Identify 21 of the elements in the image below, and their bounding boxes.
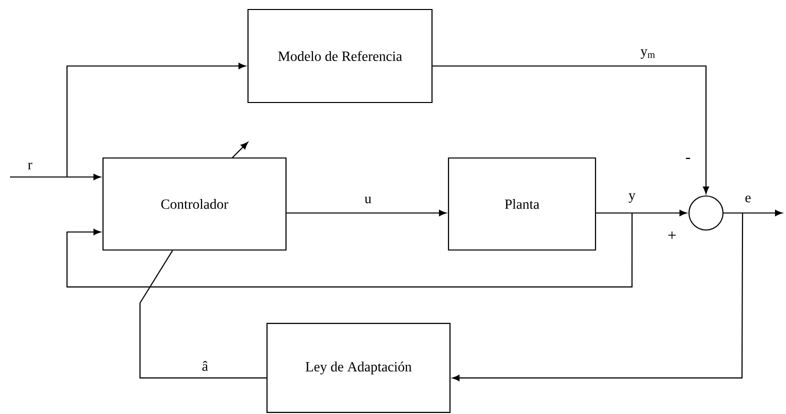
- arrow: [10, 174, 101, 180]
- arrow: [66, 212, 633, 288]
- arrow: [432, 65, 710, 194]
- arrow: [596, 210, 687, 216]
- arrow: [66, 62, 246, 177]
- edge-label: e: [745, 196, 751, 202]
- edge-label: y: [628, 193, 636, 203]
- block-box: Planta: [448, 157, 596, 251]
- edge-label: â: [202, 361, 208, 371]
- edge-label: r: [28, 162, 32, 170]
- block-box: Modelo de Referencia: [247, 8, 433, 104]
- arrow: [286, 210, 446, 216]
- edge-label: y$_{m}$: [640, 49, 655, 59]
- block-box: Ley de Adaptación: [266, 322, 451, 414]
- arrow: [452, 212, 744, 382]
- summing-junction: [688, 195, 724, 231]
- arrow: [724, 210, 782, 216]
- edge-label: u: [364, 196, 372, 204]
- sign-label: +: [668, 231, 676, 239]
- block-box: Controlador: [102, 157, 287, 251]
- sign-label: -: [686, 158, 690, 159]
